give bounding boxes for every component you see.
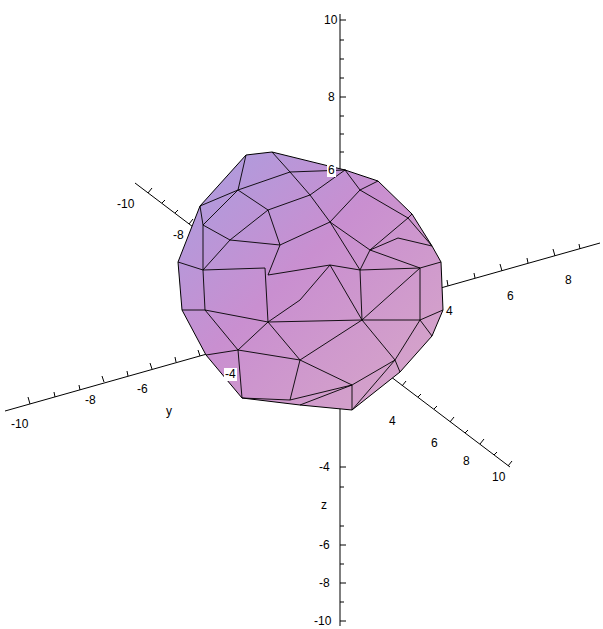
tick-label: -6 [318,539,331,552]
tick-label: -10 [10,418,29,431]
axis-name: z [320,499,328,512]
tick-label: 4 [445,305,454,318]
polyhedron-edges [178,152,443,410]
tick-label: -8 [318,577,331,590]
tick-label: 6 [506,290,515,303]
axis-ticks [28,20,580,621]
tick-label: 8 [327,91,336,104]
tick-label: 4 [388,415,397,428]
tick-label: -6 [136,383,149,396]
tick-label: -10 [313,615,332,628]
tick-label: -4 [224,368,237,381]
tick-label: -8 [84,394,97,407]
tick-label: 6 [430,437,439,450]
tick-label: 10 [491,471,506,484]
axes [5,14,600,626]
tick-label: 6 [327,164,336,177]
tick-label: 8 [564,274,573,287]
tick-label: -10 [116,198,135,211]
tick-label: -8 [172,229,185,242]
tick-label: 10 [323,14,338,27]
polyhedron-surface [178,152,443,410]
tick-label: 8 [462,455,471,468]
axis-name: y [165,405,173,418]
tick-label: -4 [318,461,331,474]
